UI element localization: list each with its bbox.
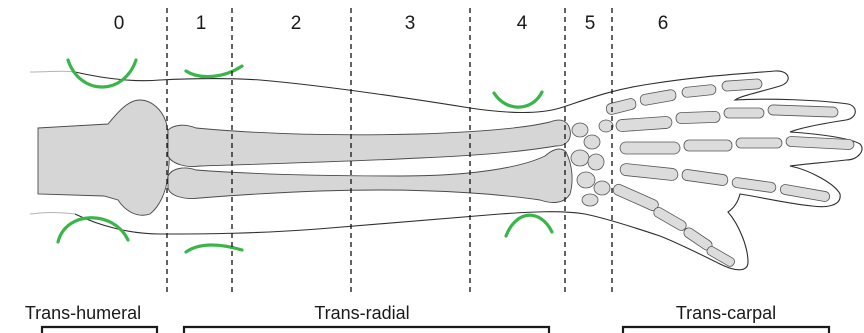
electrode-arc [494,92,542,107]
bracket-trans-carpal [623,327,829,333]
humerus-bone [38,100,169,215]
zone-label-2: 2 [291,13,302,34]
level-brackets [42,327,829,333]
level-label-trans-humeral: Trans-humeral [25,303,141,323]
zone-label-0: 0 [114,13,125,34]
electrode-arc [186,245,242,252]
ulna-bone [168,120,570,166]
zone-label-3: 3 [405,13,416,34]
zone-label-6: 6 [658,13,669,34]
bracket-trans-radial [184,327,549,333]
zone-label-1: 1 [196,13,207,34]
zone-labels: 0 1 2 3 4 5 6 [114,13,669,34]
electrode-arc [68,60,136,87]
carpal-bones [571,120,613,206]
amputation-level-labels: Trans-humeral Trans-radial Trans-carpal [25,303,776,323]
zone-label-4: 4 [517,13,528,34]
level-label-trans-carpal: Trans-carpal [676,303,776,323]
zone-label-5: 5 [585,13,596,34]
level-label-trans-radial: Trans-radial [314,303,409,323]
hand-bones [605,79,854,268]
electrode-arc [506,215,552,236]
electrode-arc [186,66,242,77]
bracket-trans-humeral [42,327,157,333]
